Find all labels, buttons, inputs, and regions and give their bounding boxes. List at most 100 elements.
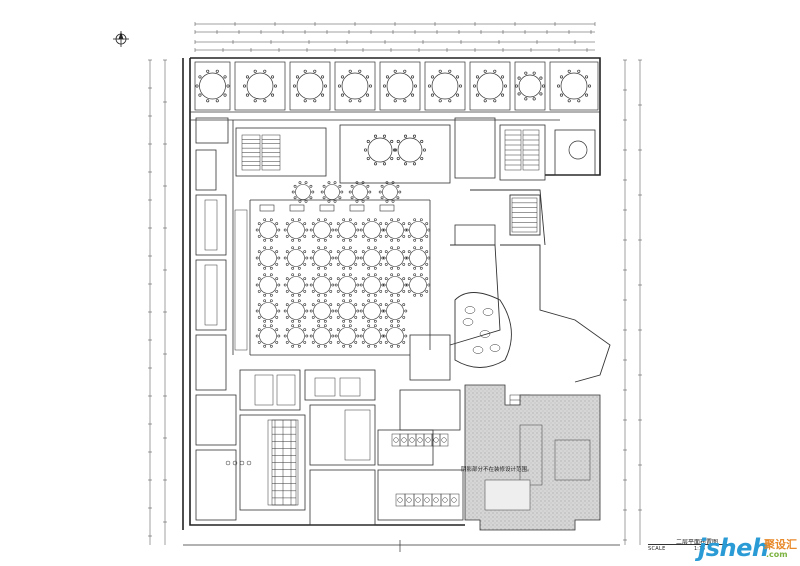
chair (255, 283, 259, 287)
chair (215, 99, 219, 103)
chair (336, 277, 340, 281)
chair (420, 139, 424, 144)
banquet-table (287, 221, 305, 239)
chair (317, 238, 321, 242)
chair (331, 228, 335, 232)
chair (297, 319, 301, 323)
private-room (194, 61, 231, 111)
banquet-table (409, 221, 427, 239)
chair (348, 99, 352, 103)
chair (407, 262, 411, 266)
chair (419, 238, 423, 242)
chair (329, 277, 333, 281)
chair (342, 246, 346, 250)
chair (323, 324, 327, 328)
chair (427, 283, 431, 287)
lounge-seat (479, 330, 491, 338)
chair (419, 293, 423, 297)
chair (430, 93, 435, 97)
top-dimension-ticks (194, 22, 596, 52)
chair (455, 75, 460, 79)
stair-flight (511, 197, 538, 233)
chair (348, 218, 352, 222)
chair (285, 289, 289, 293)
chair (320, 93, 325, 97)
chair (373, 319, 377, 323)
banquet-table (313, 221, 331, 239)
chair (257, 234, 261, 238)
chair (317, 293, 321, 297)
chair (367, 344, 371, 348)
lounge-seat (482, 308, 494, 316)
chair (381, 309, 385, 313)
chair (382, 283, 386, 287)
chair (402, 315, 406, 319)
chair (402, 234, 406, 238)
round-table (568, 140, 588, 160)
chair (303, 250, 307, 254)
chair (410, 75, 415, 79)
banquet-table (313, 249, 331, 267)
chair (263, 218, 267, 222)
chair (336, 340, 340, 344)
chair (455, 93, 460, 97)
round-table (431, 72, 459, 100)
chair (303, 277, 307, 281)
chair (413, 238, 417, 242)
chair (291, 344, 295, 348)
banquet-table (313, 302, 331, 320)
chair (556, 84, 561, 88)
service-station (349, 204, 365, 212)
chair (198, 75, 202, 79)
chair (403, 134, 408, 138)
chair (277, 256, 281, 260)
chair (291, 238, 295, 242)
private-room (334, 61, 376, 111)
chair (350, 184, 354, 188)
chair (366, 196, 370, 200)
chair (322, 196, 326, 200)
toilet (415, 497, 421, 503)
chair (584, 93, 589, 97)
toilet (406, 497, 412, 503)
chair (275, 234, 279, 238)
chair (365, 93, 370, 97)
chair (331, 256, 335, 260)
chair (500, 93, 505, 97)
chair (419, 266, 423, 270)
toilet (417, 437, 423, 443)
banquet-table (382, 184, 398, 200)
chair (257, 250, 261, 254)
chair (382, 84, 387, 88)
chair (348, 246, 352, 250)
chair (393, 99, 397, 103)
chair (422, 148, 427, 152)
chair (348, 69, 352, 73)
chair (361, 303, 365, 307)
chair (269, 238, 273, 242)
chair (402, 262, 406, 266)
chair (291, 293, 295, 297)
chair (305, 228, 309, 232)
chair (384, 262, 388, 266)
chair (373, 238, 377, 242)
chair (303, 315, 307, 319)
watermark-domain: .com (766, 550, 788, 559)
chair (340, 190, 344, 194)
chair (297, 266, 301, 270)
chair (380, 196, 384, 200)
chair (407, 277, 411, 281)
chair (425, 250, 429, 254)
chair (366, 184, 370, 188)
chair (342, 266, 346, 270)
chair (379, 250, 383, 254)
chair (303, 234, 307, 238)
banquet-table (409, 276, 427, 294)
chair (257, 262, 261, 266)
chair (334, 228, 338, 232)
chair (295, 75, 300, 79)
chair (255, 228, 259, 232)
round-table (386, 72, 414, 100)
chair (336, 328, 340, 332)
chair (427, 256, 431, 260)
